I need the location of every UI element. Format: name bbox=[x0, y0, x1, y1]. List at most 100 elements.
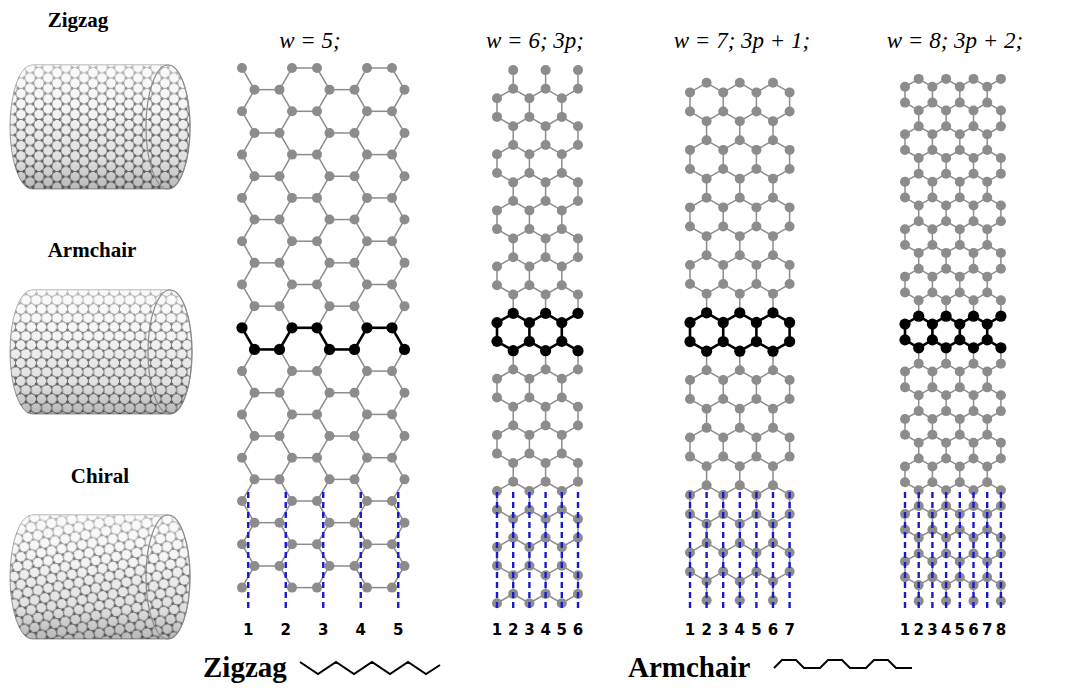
atom bbox=[955, 272, 965, 282]
atom bbox=[900, 240, 910, 250]
atom bbox=[349, 344, 360, 355]
atom bbox=[927, 382, 937, 392]
atom bbox=[900, 82, 910, 92]
atom bbox=[751, 87, 761, 97]
atom bbox=[573, 290, 583, 300]
atom bbox=[996, 248, 1006, 258]
atom bbox=[492, 392, 502, 402]
atom bbox=[927, 477, 937, 487]
atom bbox=[541, 402, 551, 412]
dimer-line bbox=[945, 492, 947, 608]
atom bbox=[557, 280, 567, 290]
atom bbox=[718, 222, 728, 232]
atom bbox=[768, 193, 778, 203]
atom bbox=[899, 318, 910, 329]
atom bbox=[541, 458, 551, 468]
atom bbox=[914, 454, 924, 464]
atom bbox=[982, 430, 992, 440]
atom bbox=[927, 367, 937, 377]
atom bbox=[982, 272, 992, 282]
atom bbox=[702, 480, 712, 490]
atom bbox=[508, 345, 519, 356]
atom bbox=[785, 452, 795, 462]
atom bbox=[735, 135, 745, 145]
column-number: 1 bbox=[243, 623, 253, 638]
atom bbox=[312, 453, 322, 463]
atom bbox=[735, 423, 745, 433]
atom bbox=[557, 430, 567, 440]
atom bbox=[400, 215, 410, 225]
column-number: 3 bbox=[318, 623, 328, 638]
atom bbox=[250, 301, 260, 311]
atom bbox=[751, 145, 761, 155]
atom bbox=[237, 583, 247, 593]
atom bbox=[701, 307, 712, 318]
atom bbox=[237, 150, 247, 160]
atom bbox=[685, 452, 695, 462]
atom bbox=[275, 518, 285, 528]
atom bbox=[968, 342, 979, 353]
atom bbox=[557, 168, 567, 178]
atom bbox=[541, 364, 551, 374]
atom bbox=[508, 233, 518, 243]
atom bbox=[702, 231, 712, 241]
atom bbox=[350, 301, 360, 311]
atom bbox=[311, 322, 322, 333]
atom bbox=[387, 106, 397, 116]
atom bbox=[387, 496, 397, 506]
atom bbox=[969, 454, 979, 464]
atom bbox=[492, 262, 502, 272]
atom bbox=[718, 279, 728, 289]
atom bbox=[768, 174, 778, 184]
atom bbox=[900, 145, 910, 155]
atom bbox=[508, 477, 518, 487]
atom bbox=[785, 394, 795, 404]
atom bbox=[491, 336, 502, 347]
atom bbox=[900, 193, 910, 203]
atom bbox=[685, 260, 695, 270]
atom bbox=[900, 367, 910, 377]
dimer-line bbox=[931, 492, 933, 608]
atom bbox=[250, 171, 260, 181]
atom bbox=[524, 392, 534, 402]
atom bbox=[899, 334, 910, 345]
atom bbox=[718, 336, 729, 347]
nanotube-armchair bbox=[10, 290, 192, 414]
atom bbox=[287, 236, 297, 246]
atom bbox=[718, 145, 728, 155]
atom bbox=[249, 344, 260, 355]
atom bbox=[541, 252, 551, 262]
atom bbox=[557, 374, 567, 384]
atom bbox=[312, 539, 322, 549]
atom bbox=[275, 258, 285, 268]
column-number: 5 bbox=[751, 623, 761, 638]
atom bbox=[508, 421, 518, 431]
atom bbox=[237, 496, 247, 506]
atom bbox=[325, 171, 335, 181]
dimer-line bbox=[561, 492, 563, 608]
atom bbox=[387, 366, 397, 376]
atom bbox=[387, 409, 397, 419]
atom bbox=[718, 394, 728, 404]
atom bbox=[400, 518, 410, 528]
atom bbox=[751, 317, 762, 328]
atom bbox=[995, 311, 1006, 322]
atom bbox=[685, 432, 695, 442]
atom bbox=[718, 107, 728, 117]
column-number: 2 bbox=[701, 623, 711, 638]
atom bbox=[325, 388, 335, 398]
atom bbox=[325, 215, 335, 225]
atom bbox=[400, 301, 410, 311]
zigzag-symbol bbox=[300, 662, 440, 674]
atom bbox=[900, 177, 910, 187]
atom bbox=[541, 233, 551, 243]
atom bbox=[982, 129, 992, 139]
atom bbox=[927, 224, 937, 234]
atom bbox=[768, 250, 778, 260]
atom bbox=[914, 74, 924, 84]
atom bbox=[751, 164, 761, 174]
atom bbox=[573, 477, 583, 487]
atom bbox=[350, 518, 360, 528]
atom bbox=[996, 406, 1006, 416]
atom bbox=[524, 262, 534, 272]
